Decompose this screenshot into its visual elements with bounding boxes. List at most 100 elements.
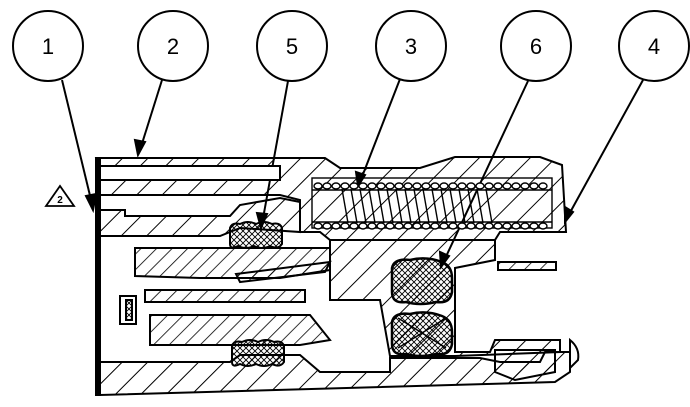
spring-coil-bottom: [493, 222, 503, 230]
spring-coil-bottom: [439, 222, 449, 230]
spring-coil-wire: [458, 188, 466, 224]
insulator-mid: [144, 289, 306, 303]
rear-seal-upper: [390, 257, 454, 306]
front-seal-upper: [229, 221, 283, 249]
pin-block-inner: [125, 299, 133, 321]
spring-coil-top: [421, 182, 431, 190]
spring-coil-bottom: [340, 222, 350, 230]
callout-4-label: 4: [648, 34, 660, 59]
spring-coil-wire: [395, 188, 403, 224]
spring-coil-wire: [359, 188, 367, 224]
spring-coil-bottom: [511, 222, 521, 230]
rear-latch: [494, 349, 556, 382]
spring-coil-bottom: [466, 222, 476, 230]
spring-coil-wire: [476, 188, 484, 224]
spring-coil-top: [511, 182, 521, 190]
spring-coil-wire: [350, 188, 358, 224]
spring-coil-bottom: [367, 222, 377, 230]
spring-coil-bottom: [322, 222, 332, 230]
spring-coil-bottom: [358, 222, 368, 230]
spring-coil-wire: [386, 188, 394, 224]
spring-coil-top: [493, 182, 503, 190]
spring: [311, 177, 553, 230]
callout-4: 4: [618, 10, 690, 82]
spring-coil-top: [520, 182, 530, 190]
leader-1-arrowhead: [84, 192, 98, 214]
spring-coil-bottom: [457, 222, 467, 230]
callout-6-label: 6: [530, 34, 542, 59]
spring-coil-top: [538, 182, 548, 190]
revision-triangle: 2: [44, 184, 76, 207]
callout-5-label: 5: [286, 34, 298, 59]
spring-coil-bottom: [331, 222, 341, 230]
leader-4: [566, 79, 644, 219]
spring-coil-wire: [413, 188, 421, 224]
spring-coils: [313, 182, 548, 230]
contact-finger: [234, 260, 332, 284]
spring-coil-top: [484, 182, 494, 190]
leader-2: [139, 79, 163, 151]
connector-body: [94, 156, 580, 397]
spring-coil-wire: [449, 188, 457, 224]
callout-1: 1: [12, 10, 84, 82]
spring-coil-bottom: [412, 222, 422, 230]
spring-coil-bottom: [529, 222, 539, 230]
spring-coil-wire: [404, 188, 412, 224]
front-shell-bar: [95, 165, 281, 181]
rear-ring: [497, 261, 557, 271]
spring-coil-bottom: [421, 222, 431, 230]
spring-coil-wire: [368, 188, 376, 224]
spring-coil-bottom: [349, 222, 359, 230]
spring-coil-wire: [467, 188, 475, 224]
callout-5: 5: [256, 10, 328, 82]
spring-coil-top: [376, 182, 386, 190]
spring-coil-top: [394, 182, 404, 190]
spring-coil-top: [385, 182, 395, 190]
contact-lower: [149, 314, 332, 346]
spring-coil-wire: [377, 188, 385, 224]
revision-triangle-label: 2: [57, 195, 63, 206]
rear-seal-lower: [390, 311, 454, 358]
spring-coil-top: [430, 182, 440, 190]
leader-1: [61, 79, 94, 209]
spring-coil-top: [466, 182, 476, 190]
spring-coil-top: [529, 182, 539, 190]
spring-coil-bottom: [403, 222, 413, 230]
spring-coil-top: [340, 182, 350, 190]
spring-coil-wire: [440, 188, 448, 224]
end-tab: [569, 337, 580, 371]
spring-coil-top: [313, 182, 323, 190]
spring-coil-top: [331, 182, 341, 190]
spring-coil-bottom: [475, 222, 485, 230]
callout-3: 3: [375, 10, 447, 82]
spring-coil-bottom: [385, 222, 395, 230]
spring-coil-top: [367, 182, 377, 190]
spring-coil-wire: [485, 188, 493, 224]
spring-coil-bottom: [448, 222, 458, 230]
spring-coil-bottom: [376, 222, 386, 230]
spring-coil-top: [475, 182, 485, 190]
spring-coil-wire: [341, 188, 349, 224]
callout-6: 6: [500, 10, 572, 82]
spring-coil-wire: [422, 188, 430, 224]
spring-coil-top: [358, 182, 368, 190]
spring-coil-wire: [431, 188, 439, 224]
leader-2-arrowhead: [133, 138, 147, 158]
spring-coil-top: [322, 182, 332, 190]
spring-coil-top: [448, 182, 458, 190]
spring-coil-bottom: [430, 222, 440, 230]
spring-coil-bottom: [313, 222, 323, 230]
front-seal-lower: [231, 339, 285, 367]
callout-2: 2: [137, 10, 209, 82]
callout-3-label: 3: [405, 34, 417, 59]
spring-coil-bottom: [394, 222, 404, 230]
callout-1-label: 1: [42, 34, 54, 59]
spring-coil-bottom: [484, 222, 494, 230]
spring-coil-bottom: [538, 222, 548, 230]
spring-coil-bottom: [502, 222, 512, 230]
spring-coil-top: [439, 182, 449, 190]
callout-2-label: 2: [167, 34, 179, 59]
spring-coil-top: [412, 182, 422, 190]
left-wall: [95, 157, 101, 396]
